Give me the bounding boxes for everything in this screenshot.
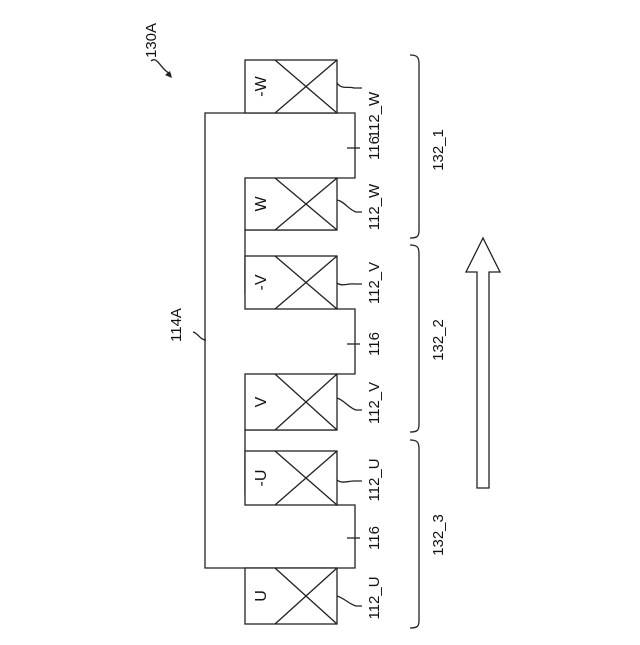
coil-phase-label: -W bbox=[253, 75, 270, 96]
core-label-114a: 114A bbox=[168, 308, 185, 342]
coil-phase-label: W bbox=[253, 196, 270, 212]
coil-1: -W bbox=[245, 60, 337, 113]
group-label-1: 132_1 bbox=[430, 129, 447, 171]
tooth-ref-1: 116 bbox=[366, 136, 383, 160]
tooth-ref-3: 116 bbox=[366, 526, 383, 550]
coil-ref-6: 112_U bbox=[366, 576, 383, 619]
coil-ref-5: 112_U bbox=[366, 458, 383, 501]
tooth-ref-2: 116 bbox=[366, 332, 383, 356]
group-label-3: 132_3 bbox=[430, 514, 447, 556]
coil-phase-label: -V bbox=[253, 274, 270, 290]
coil-3: -V bbox=[245, 256, 337, 309]
coil-4: V bbox=[245, 374, 337, 430]
coil-phase-label: U bbox=[253, 590, 270, 602]
coil-ref-4: 112_V bbox=[366, 382, 383, 424]
coil-ref-1: 112_W bbox=[366, 91, 383, 138]
coil-5: -U bbox=[245, 451, 337, 505]
coil-phase-label: V bbox=[253, 396, 270, 407]
coil-6: U bbox=[245, 568, 337, 624]
coil-phase-label: -U bbox=[253, 470, 270, 487]
direction-arrow bbox=[466, 238, 500, 488]
group-label-2: 132_2 bbox=[430, 319, 447, 361]
group-brackets bbox=[410, 55, 419, 628]
ref-130a: 130A bbox=[143, 23, 160, 58]
coil-ref-3: 112_V bbox=[366, 262, 383, 304]
coil-2: W bbox=[245, 178, 337, 230]
coil-ref-2: 112_W bbox=[366, 183, 383, 230]
